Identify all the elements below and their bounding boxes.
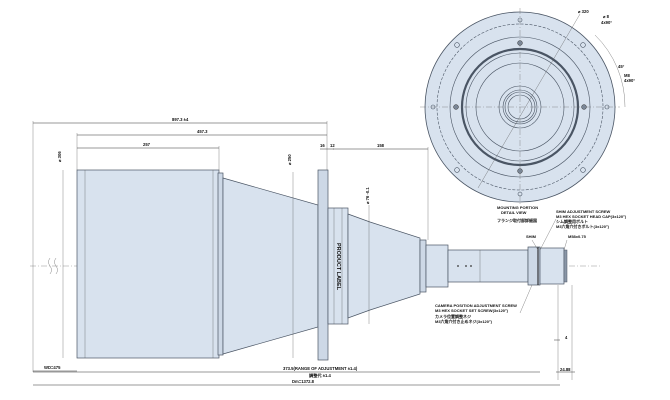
- barrel-a: [425, 244, 449, 288]
- dim-cone-length: 158: [377, 143, 385, 148]
- bolt-hole: [454, 167, 460, 173]
- dim-adjust-range-jp: 調整代 ±1.4: [309, 372, 332, 379]
- camera-screw-spec: M3 HEX SOCKET SET SCREW(3x120°): [435, 308, 509, 313]
- dim-flange-a: 16: [320, 143, 325, 148]
- hole-dia-label: ⌀ 8: [603, 14, 610, 19]
- bolt-hole: [580, 167, 586, 173]
- camera-screw-jp2: M3六角穴付き止めネジ(3x120°): [435, 318, 493, 324]
- bolt-circle: [436, 23, 604, 191]
- dim-span-top: 457.3: [197, 129, 208, 134]
- main-body-cylinder: [76, 169, 220, 359]
- thread-end: [563, 249, 568, 283]
- mounting-detail-view: ⌀ 320 ⌀ 8 4x90° 45° M8 4x90° MOUNTING PO…: [420, 8, 635, 223]
- small-cone: [347, 213, 421, 319]
- cone-section: [222, 177, 319, 355]
- dim-right-end: 24.88: [560, 367, 571, 372]
- shim-screw-jp1: シム調整用ボルト: [556, 218, 588, 224]
- shim-label: SHIM: [526, 234, 537, 239]
- screw-hole: [470, 265, 472, 267]
- mount-end: [539, 247, 565, 285]
- tap-hole: [453, 104, 459, 110]
- barrel-b: [447, 249, 529, 283]
- camera-screw-title: CAMERA POSITION ADJUSTMENT SCREW: [435, 303, 517, 308]
- shim-screw-jp2: M3六角穴付きボルト(3x120°): [556, 223, 610, 229]
- tap-label: M8: [624, 73, 630, 78]
- thread-label: M58x0.75: [568, 234, 587, 239]
- bolt-hole: [517, 17, 523, 23]
- bolt-hole: [454, 42, 460, 48]
- bolt-hole: [517, 191, 523, 197]
- product-label-text: PRODUCT LABEL: [335, 243, 341, 291]
- screw-hole: [465, 265, 467, 267]
- shim-screw-spec: M3 HEX SOCKET HEAD CAP(3x120°): [556, 214, 627, 219]
- bolt-hole: [604, 104, 610, 110]
- dim-total: Dm=1372.8: [292, 379, 315, 384]
- detail-view-title-jp: フランジ取付部詳細図: [497, 217, 537, 223]
- angle-arc: [594, 34, 626, 108]
- leader-line: [531, 239, 539, 251]
- detail-view-title: MOUNTING PORTION: [497, 205, 538, 210]
- detail-view-subtitle: DETAIL VIEW: [501, 210, 527, 215]
- dim-body-length: 257: [143, 142, 151, 147]
- tap-hole: [517, 40, 523, 46]
- dimensions: 897.3 ±4 457.3 257 16 12 158 ⌀ 306 ⌀ 250…: [32, 117, 575, 386]
- tap-hole: [581, 104, 587, 110]
- leader-line: [563, 239, 568, 251]
- hole-count-label: 4x90°: [601, 20, 612, 25]
- dim-adjust-range: 373.5(RANGE OF ADJUSTMENT ±1.4): [283, 366, 358, 371]
- leader-line: [539, 218, 557, 251]
- small-ring: [419, 239, 427, 293]
- dim-flange-b: 12: [330, 143, 335, 148]
- dim-wd: WD=475: [44, 365, 61, 370]
- bolt-hole: [430, 104, 436, 110]
- tap-count-label: 4x90°: [624, 78, 635, 83]
- dim-dia-small: ⌀ 76 -0.1: [365, 187, 370, 204]
- mount-flange: [317, 169, 329, 361]
- shim-screw-title: SHIM ADJUSTMENT SCREW: [556, 209, 611, 214]
- angle-label: 45°: [618, 64, 625, 69]
- dim-overall-top: 897.3 ±4: [172, 117, 189, 122]
- break-mark: [48, 257, 58, 275]
- camera-screw-jp1: カメラ位置調整ネジ: [435, 313, 471, 319]
- screw-hole: [457, 265, 459, 267]
- side-view: PRODUCT LABEL: [30, 169, 600, 361]
- leader-line: [519, 284, 533, 314]
- annotations: SHIM M58x0.75 SHIM ADJUSTMENT SCREW M3 H…: [435, 209, 627, 324]
- dim-right-small: 4: [565, 335, 568, 340]
- body-ring: [217, 172, 224, 356]
- bolt-hole: [580, 42, 586, 48]
- tap-hole: [517, 168, 523, 174]
- dim-dia-left: ⌀ 306: [57, 151, 62, 162]
- pcd-label: ⌀ 320: [578, 9, 589, 14]
- dim-dia-mid: ⌀ 250: [287, 154, 292, 165]
- pcd-leader: [477, 13, 581, 189]
